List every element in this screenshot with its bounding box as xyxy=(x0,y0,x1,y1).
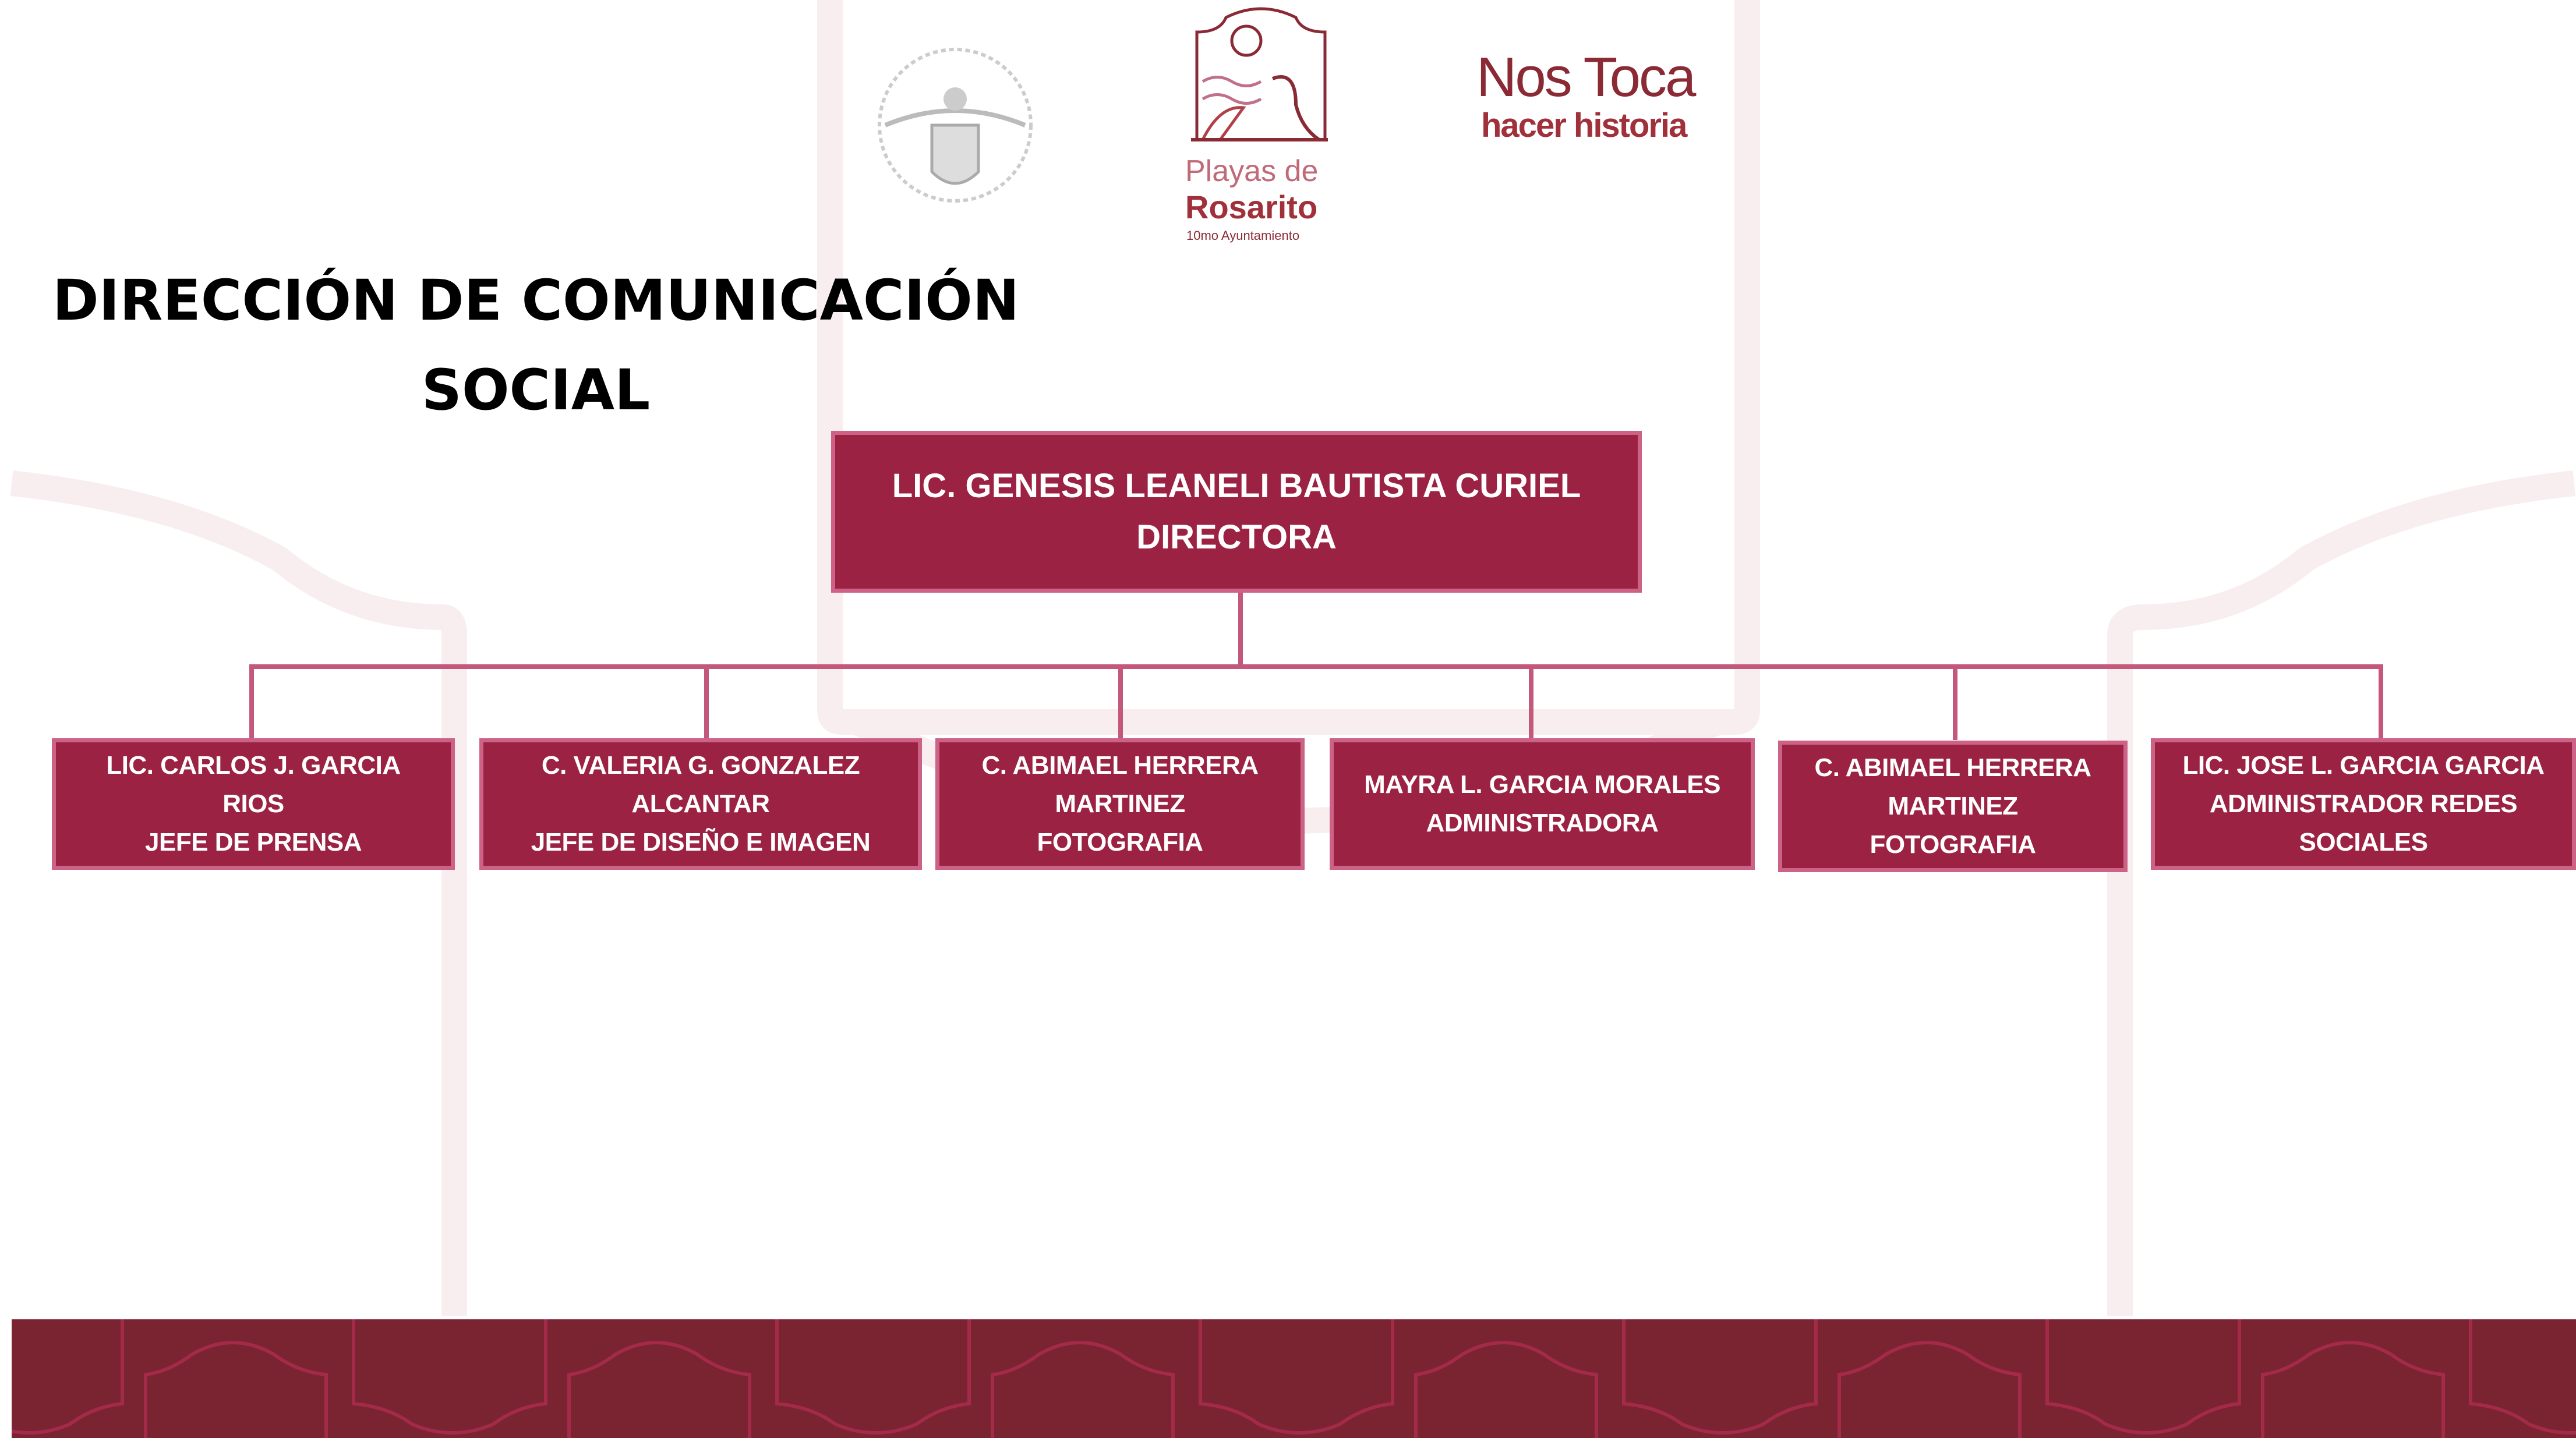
city-logo-line1: Playas de xyxy=(1185,154,1319,188)
member-line: JEFE DE DISEÑO E IMAGEN xyxy=(531,828,871,856)
member-line: LIC. JOSE L. GARCIA GARCIA xyxy=(2182,751,2545,780)
director-name: LIC. GENESIS LEANELI BAUTISTA CURIEL xyxy=(892,467,1581,505)
member-line: C. VALERIA G. GONZALEZ xyxy=(541,751,860,780)
member-line: SOCIALES xyxy=(2299,828,2428,856)
member-line: MARTINEZ xyxy=(1055,789,1185,818)
connector-drop-2 xyxy=(704,664,709,740)
member-line: MAYRA L. GARCIA MORALES xyxy=(1364,770,1720,799)
footer-pattern xyxy=(0,1319,2576,1438)
connector-horizontal xyxy=(249,664,2383,669)
footer-arch-pattern xyxy=(0,1319,2576,1438)
city-logo-line3: 10mo Ayuntamiento xyxy=(1186,228,1300,243)
page-title-line2: SOCIAL xyxy=(421,357,651,423)
member-line: MARTINEZ xyxy=(1888,792,2018,820)
org-box-member: C. VALERIA G. GONZALEZ ALCANTAR JEFE DE … xyxy=(479,738,922,870)
seal-logo xyxy=(868,38,1043,213)
connector-drop-4 xyxy=(1529,664,1533,740)
org-box-member: LIC. JOSE L. GARCIA GARCIA ADMINISTRADOR… xyxy=(2151,738,2576,870)
playas-de-rosarito-logo: Playas de Rosarito 10mo Ayuntamiento xyxy=(1185,6,1337,245)
org-box-member: MAYRA L. GARCIA MORALES ADMINISTRADORA xyxy=(1330,738,1755,870)
member-line: JEFE DE PRENSA xyxy=(145,828,362,856)
slogan-line2: hacer historia xyxy=(1481,107,1687,144)
connector-drop-1 xyxy=(249,664,254,740)
org-box-director: LIC. GENESIS LEANELI BAUTISTA CURIEL DIR… xyxy=(831,431,1642,593)
member-line: C. ABIMAEL HERRERA xyxy=(1814,753,2091,782)
slogan-line1: Nos Toca xyxy=(1476,46,1696,108)
org-box-member: C. ABIMAEL HERRERA MARTINEZ FOTOGRAFIA xyxy=(1778,741,2128,872)
member-line: RIOS xyxy=(222,789,284,818)
member-line: FOTOGRAFIA xyxy=(1037,828,1203,856)
member-line: ADMINISTRADORA xyxy=(1426,809,1659,837)
org-box-member: LIC. CARLOS J. GARCIA RIOS JEFE DE PRENS… xyxy=(52,738,455,870)
connector-drop-6 xyxy=(2379,664,2383,740)
member-line: ADMINISTRADOR REDES xyxy=(2209,789,2518,818)
member-line: FOTOGRAFIA xyxy=(1870,830,2036,859)
city-logo-line2: Rosarito xyxy=(1185,189,1318,225)
director-role: DIRECTORA xyxy=(1136,518,1337,556)
page-title-line1: DIRECCIÓN DE COMUNICACIÓN xyxy=(52,268,1020,333)
footer-band xyxy=(0,1319,2576,1438)
connector-drop-3 xyxy=(1118,664,1123,740)
nos-toca-logo: Nos Toca hacer historia xyxy=(1476,49,1721,148)
org-box-member: C. ABIMAEL HERRERA MARTINEZ FOTOGRAFIA xyxy=(935,738,1305,870)
member-line: C. ABIMAEL HERRERA xyxy=(981,751,1259,780)
member-line: LIC. CARLOS J. GARCIA xyxy=(106,751,401,780)
connector-drop-5 xyxy=(1953,664,1957,740)
connector-head-down xyxy=(1238,592,1243,669)
member-line: ALCANTAR xyxy=(631,789,770,818)
